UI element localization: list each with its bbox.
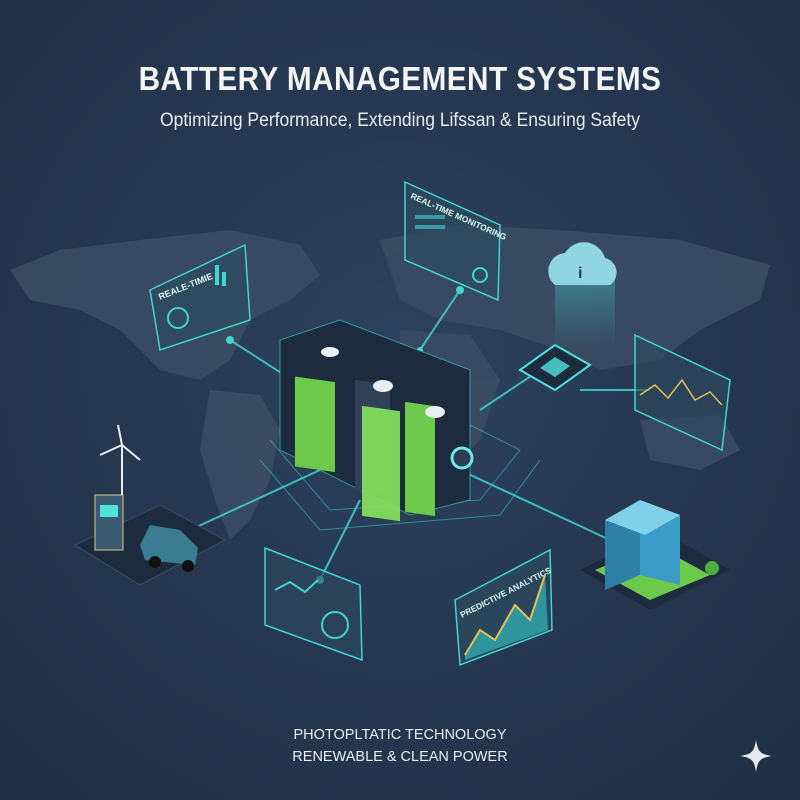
sparkle-icon bbox=[740, 740, 772, 772]
cloud-icon: i bbox=[518, 242, 617, 392]
panel-predictive-analytics: PREDICTIVE ANALYTICS bbox=[454, 548, 553, 667]
panel-realtime-left: REALE-TIMIE bbox=[149, 243, 251, 351]
panel-right-chart bbox=[634, 333, 731, 452]
page-subtitle: Optimizing Performance, Extending Lifssa… bbox=[160, 110, 640, 131]
page-title: BATTERY MANAGEMENT SYSTEMS bbox=[138, 60, 662, 97]
svg-text:i: i bbox=[578, 265, 582, 282]
footer-line-1: PHOTOPLTATIC TECHNOLOGY bbox=[293, 727, 507, 743]
connection-lines bbox=[189, 289, 650, 581]
ev-charging-scene bbox=[73, 424, 227, 586]
car-icon bbox=[140, 525, 198, 572]
battery-pack bbox=[279, 319, 474, 522]
wind-turbine-icon bbox=[99, 424, 141, 500]
circuit-base bbox=[259, 419, 541, 531]
building-icon bbox=[580, 500, 730, 610]
panel-gauge bbox=[264, 546, 363, 662]
footer-line-2: RENEWABLE & CLEAN POWER bbox=[292, 749, 508, 765]
footer-caption: PHOTOPLTATIC TECHNOLOGY RENEWABLE & CLEA… bbox=[0, 724, 800, 768]
